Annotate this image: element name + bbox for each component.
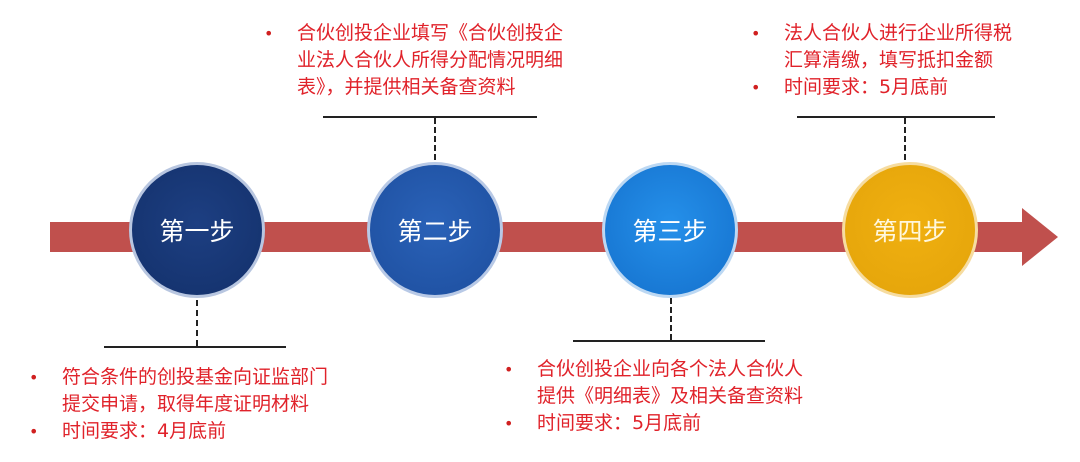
step-2-label: 第二步 <box>397 217 473 246</box>
timeline-arrow-head <box>1022 208 1058 266</box>
step-4-label: 第四步 <box>872 217 948 246</box>
step-3-connector <box>670 298 672 340</box>
note-item: • 合伙创投企业填写《合伙创投企业法人合伙人所得分配情况明细表》，并提供相关备查资… <box>264 20 563 101</box>
step-3-circle: 第三步 <box>602 162 738 298</box>
bullet-icon: • <box>29 422 39 441</box>
bullet-icon: • <box>751 24 761 43</box>
step-1-divider <box>104 346 286 348</box>
note-item: • 时间要求：4月底前 <box>29 418 328 445</box>
note-line: 符合条件的创投基金向证监部门 <box>62 366 329 388</box>
note-item: • 法人合伙人进行企业所得税汇算清缴，填写抵扣金额 <box>751 20 1012 74</box>
note-line: 表》，并提供相关备查资料 <box>297 76 516 98</box>
step-1-label: 第一步 <box>159 217 235 246</box>
note-item: • 时间要求：5月底前 <box>751 74 1012 101</box>
note-line: 时间要求：4月底前 <box>62 420 227 442</box>
bullet-icon: • <box>751 78 761 97</box>
note-line: 合伙创投企业填写《合伙创投企 <box>297 22 564 44</box>
step-1-notes: • 符合条件的创投基金向证监部门提交申请，取得年度证明材料 • 时间要求：4月底前 <box>29 364 328 445</box>
step-4-divider <box>797 116 995 118</box>
step-2-circle: 第二步 <box>367 162 503 298</box>
step-4-notes: • 法人合伙人进行企业所得税汇算清缴，填写抵扣金额 • 时间要求：5月底前 <box>751 20 1012 101</box>
step-4-circle: 第四步 <box>842 162 978 298</box>
step-3-notes: • 合伙创投企业向各个法人合伙人提供《明细表》及相关备查资料 • 时间要求：5月底前 <box>504 356 803 437</box>
step-4-connector <box>904 118 906 160</box>
bullet-icon: • <box>29 368 39 387</box>
note-item: • 合伙创投企业向各个法人合伙人提供《明细表》及相关备查资料 <box>504 356 803 410</box>
bullet-icon: • <box>504 360 514 379</box>
bullet-icon: • <box>264 24 274 43</box>
note-line: 时间要求：5月底前 <box>537 412 702 434</box>
step-2-notes: • 合伙创投企业填写《合伙创投企业法人合伙人所得分配情况明细表》，并提供相关备查资… <box>264 20 563 101</box>
step-1-connector <box>196 300 198 346</box>
note-line: 合伙创投企业向各个法人合伙人 <box>537 358 804 380</box>
note-line: 法人合伙人进行企业所得税 <box>784 22 1013 44</box>
step-2-divider <box>323 116 537 118</box>
step-2-connector <box>434 118 436 160</box>
note-line: 提供《明细表》及相关备查资料 <box>537 385 804 407</box>
note-line: 汇算清缴，填写抵扣金额 <box>784 49 994 71</box>
step-3-divider <box>573 340 765 342</box>
step-3-label: 第三步 <box>632 217 708 246</box>
note-item: • 符合条件的创投基金向证监部门提交申请，取得年度证明材料 <box>29 364 328 418</box>
bullet-icon: • <box>504 414 514 433</box>
note-line: 时间要求：5月底前 <box>784 76 949 98</box>
step-1-circle: 第一步 <box>129 162 265 298</box>
note-line: 提交申请，取得年度证明材料 <box>62 393 310 415</box>
note-item: • 时间要求：5月底前 <box>504 410 803 437</box>
note-line: 业法人合伙人所得分配情况明细 <box>297 49 564 71</box>
